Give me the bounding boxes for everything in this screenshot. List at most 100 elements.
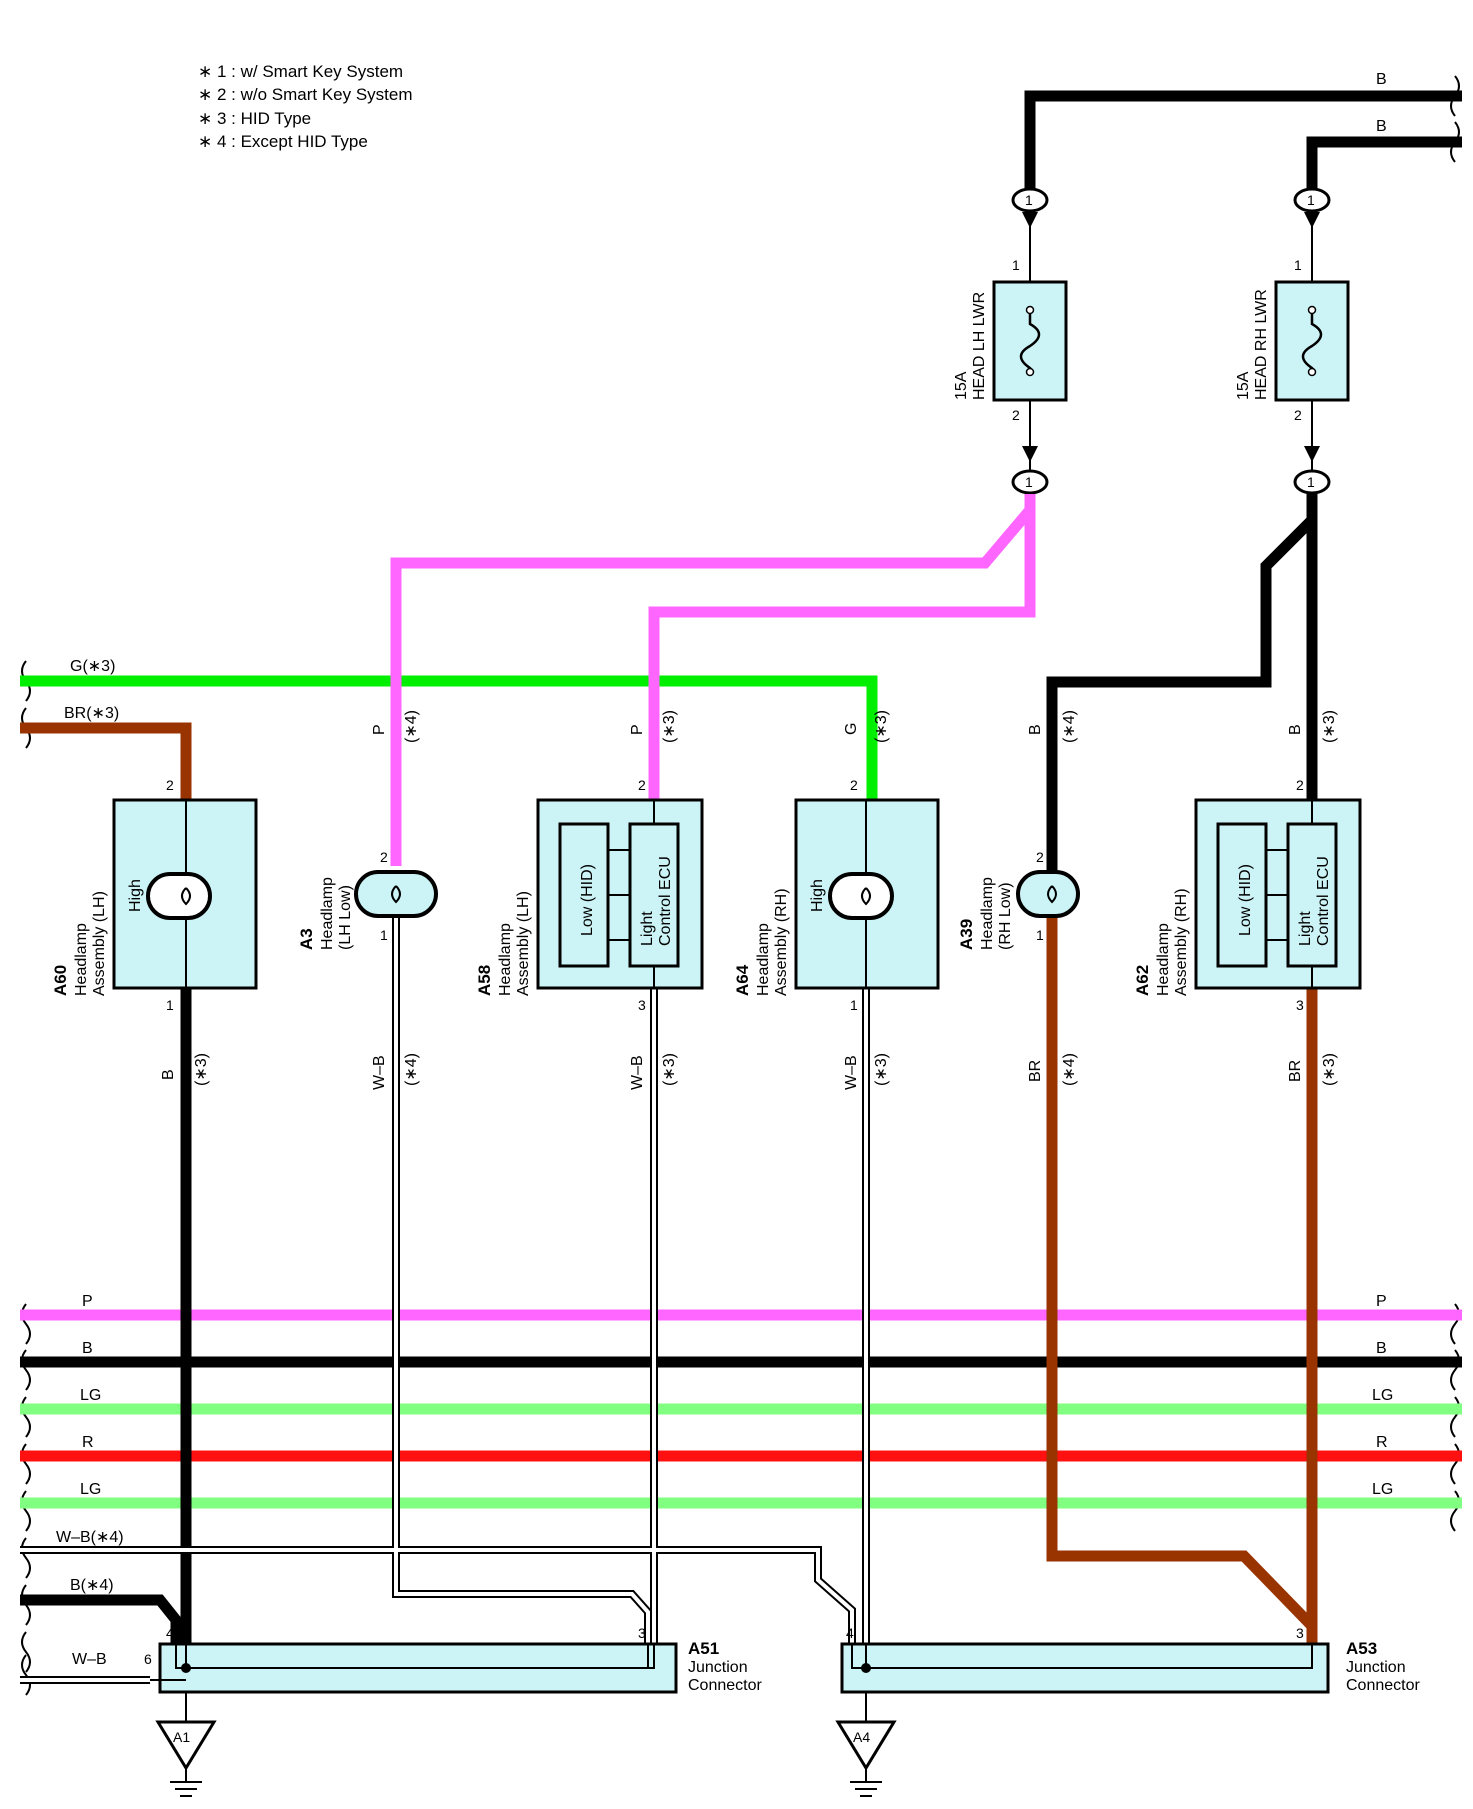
wire-wb-group: [20, 898, 870, 1684]
a60-pin-bottom: 1: [166, 997, 174, 1013]
top-wire-b-rh: [1306, 136, 1462, 192]
a3-pin-top: 2: [380, 849, 388, 865]
bus-label-p-right: P: [1376, 1293, 1387, 1310]
a58-wire-top-note: (∗3): [661, 710, 678, 743]
wire-wb-inner: [20, 898, 868, 1682]
a58-inner-ecu: Control ECU: [657, 856, 674, 946]
note-3: ∗ 3 : HID Type: [198, 109, 311, 128]
a64-inner-label: High: [809, 879, 826, 912]
bulb-icon: [146, 872, 212, 920]
a3-wire-bottom-color: W–B: [371, 1055, 388, 1090]
bus-label-b-right: B: [1376, 1340, 1387, 1357]
fuse-rh-rating: 15A: [1235, 371, 1252, 400]
bus-wire-labels: P B LG R LG P B LG R LG: [80, 1293, 1393, 1498]
ground-triangle-icon: [835, 1720, 897, 1771]
a53-pin-4: 4: [846, 1625, 854, 1641]
note-4: ∗ 4 : Except HID Type: [198, 132, 368, 151]
a39-code: A39: [957, 919, 976, 950]
arrow-down-icon: [1304, 212, 1320, 228]
a62-pin-top: 2: [1296, 777, 1304, 793]
a58-code: A58: [475, 965, 494, 996]
component-a58: Low (HID) Light Control ECU 2 3 A58 Head…: [475, 710, 704, 1090]
bottom-wire-label-wb: W–B: [72, 1651, 107, 1668]
a60-wire-bottom-note: (∗3): [193, 1053, 210, 1086]
a58-name-1: Headlamp: [497, 923, 514, 996]
a39-wire-top-color: B: [1027, 724, 1044, 735]
fuse-lh-conn-bottom: 1: [1025, 474, 1033, 490]
a62-wire-bottom-note: (∗3): [1321, 1053, 1338, 1086]
a39-pin-top: 2: [1036, 849, 1044, 865]
fuse-symbol-icon: [1019, 312, 1041, 370]
a64-wire-top-color: G: [843, 723, 860, 735]
feed-wires: [20, 494, 1318, 870]
a3-name-2: (LH Low): [337, 885, 354, 950]
a51-code: A51: [688, 1639, 719, 1658]
component-a39: 2 1 A39 Headlamp (RH Low) B (∗4) BR (∗4): [957, 710, 1080, 1086]
a39-name-2: (RH Low): [997, 882, 1014, 950]
lower-wires: [20, 898, 1318, 1684]
a53-pin-3: 3: [1296, 1625, 1304, 1641]
fuse-lh-rating: 15A: [953, 371, 970, 400]
a64-pin-top: 2: [850, 777, 858, 793]
a51-pin-6: 6: [144, 1651, 152, 1667]
note-1: ∗ 1 : w/ Smart Key System: [198, 62, 403, 81]
bus-label-r-left: R: [82, 1434, 94, 1451]
a62-wire-top-note: (∗3): [1321, 710, 1338, 743]
a39-name-1: Headlamp: [979, 877, 996, 950]
a3-wire-top-color: P: [371, 724, 388, 735]
a58-inner-light: Light: [639, 911, 656, 946]
a64-wire-top-note: (∗3): [873, 710, 890, 743]
fuse-lh-name: HEAD LH LWR: [971, 292, 988, 400]
fuse-rh-name: HEAD RH LWR: [1253, 289, 1270, 400]
connector-oval-icon: [1011, 187, 1049, 213]
arrow-down-icon: [1022, 212, 1038, 228]
top-wire-b-lh: [1024, 90, 1462, 192]
a64-pin-bottom: 1: [850, 997, 858, 1013]
a60-pin-top: 2: [166, 777, 174, 793]
connector-oval-icon: [1293, 187, 1331, 213]
a64-code: A64: [733, 964, 752, 996]
fuse-head-lh-lwr: 1 1 2 1 15A HEAD LH LWR: [953, 187, 1068, 495]
a51-pin-4: 4: [166, 1625, 174, 1641]
a3-code: A3: [297, 928, 316, 950]
fuse-rh-pin-in: 1: [1294, 257, 1302, 273]
bottom-wire-label-b4: B(∗4): [70, 1577, 114, 1594]
component-a62: Low (HID) Light Control ECU 2 3 A62 Head…: [1133, 710, 1362, 1086]
fuse-head-rh-lwr: 1 1 2 1 15A HEAD RH LWR: [1235, 187, 1350, 495]
a60-name-2: Assembly (LH): [91, 891, 108, 996]
fuse-lh-pin-out: 2: [1012, 407, 1020, 423]
a3-wire-top-note: (∗4): [403, 710, 420, 743]
arrow-down-icon: [1022, 446, 1038, 462]
a60-wire-bottom-color: B: [160, 1069, 177, 1080]
bus-label-r-right: R: [1376, 1434, 1388, 1451]
notes-legend: ∗ 1 : w/ Smart Key System ∗ 2 : w/o Smar…: [198, 62, 413, 151]
a62-inner-light: Light: [1297, 911, 1314, 946]
junction-connector-a51: 4 6 3 A51 Junction Connector A1: [144, 1625, 762, 1797]
a53-name-1: Junction: [1346, 1659, 1406, 1676]
bus-label-lg2-left: LG: [80, 1481, 101, 1498]
a64-name-2: Assembly (RH): [773, 888, 790, 996]
bottom-wire-label-wb4: W–B(∗4): [56, 1529, 124, 1546]
bus-wires: [20, 1309, 1462, 1509]
a60-code: A60: [51, 965, 70, 996]
fuse-rh-pin-out: 2: [1294, 407, 1302, 423]
fuse-rh-conn-bottom: 1: [1307, 474, 1315, 490]
a53-code: A53: [1346, 1639, 1377, 1658]
connector-oval-icon: [1293, 469, 1331, 495]
top-wires: [1024, 90, 1462, 192]
a58-name-2: Assembly (LH): [515, 891, 532, 996]
left-wire-label-br: BR(∗3): [64, 705, 119, 722]
wire-p-lh-low: [390, 494, 1036, 866]
top-wire-label-1: B: [1376, 71, 1387, 88]
fuse-symbol-icon: [1301, 312, 1323, 370]
component-a3: 2 1 A3 Headlamp (LH Low) P (∗4) W–B (∗4): [297, 710, 438, 1090]
a58-ecu-block: [628, 822, 680, 968]
a51-ground-label: A1: [173, 1729, 190, 1745]
a53-name-2: Connector: [1346, 1677, 1420, 1694]
a51-name-1: Junction: [688, 1659, 748, 1676]
component-a60: High 2 1 A60 Headlamp Assembly (LH) B (∗…: [51, 777, 258, 1086]
bus-label-lg2-right: LG: [1372, 1481, 1393, 1498]
ground-triangle-icon: [155, 1720, 217, 1771]
connector-oval-icon: [1011, 469, 1049, 495]
